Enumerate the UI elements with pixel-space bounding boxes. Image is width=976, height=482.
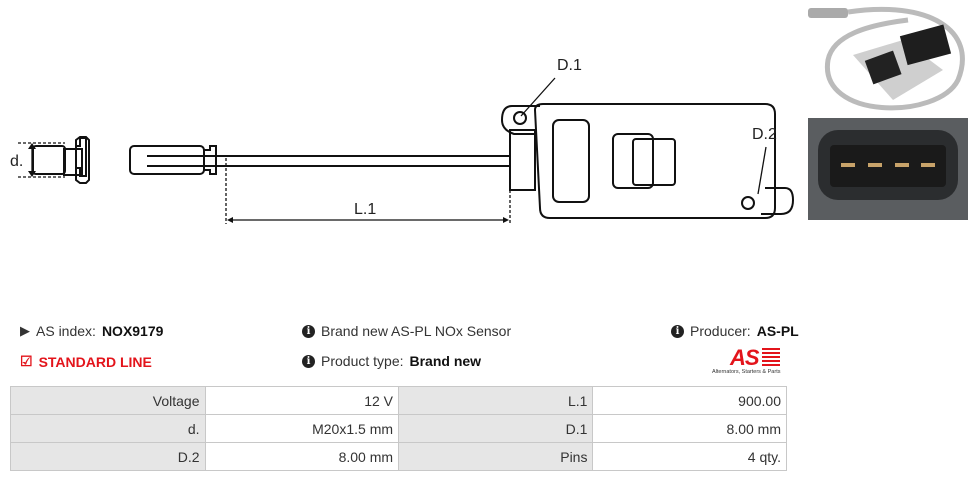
as-index-value: NOX9179: [101, 323, 164, 339]
standard-line: ☑ STANDARD LINE: [20, 353, 152, 370]
spec-value: 12 V: [204, 386, 400, 415]
as-index: ▶ AS index: NOX9179: [20, 323, 163, 339]
table-row: D.2 8.00 mm Pins 4 qty.: [10, 442, 787, 471]
spec-key: L.1: [398, 386, 594, 415]
spec-key: D.2: [10, 442, 206, 471]
spec-key: D.1: [398, 414, 594, 443]
producer-label: Producer:: [690, 323, 751, 339]
spec-key: Pins: [398, 442, 594, 471]
table-row: Voltage 12 V L.1 900.00: [10, 386, 787, 415]
spec-value: 4 qty.: [592, 442, 787, 471]
producer-value: AS-PL: [756, 323, 799, 339]
spec-value: M20x1.5 mm: [204, 414, 400, 443]
technical-drawing: d. L.1 D.1 D.2: [10, 57, 795, 224]
product-type: i Product type: Brand new: [302, 353, 481, 369]
product-photo: [808, 0, 968, 220]
standard-line-label: STANDARD LINE: [38, 353, 152, 370]
spec-value: 8.00 mm: [592, 414, 787, 443]
label-l1: L.1: [354, 201, 376, 218]
description: i Brand new AS-PL NOx Sensor: [302, 323, 511, 339]
product-type-label: Product type:: [321, 353, 404, 369]
table-row: d. M20x1.5 mm D.1 8.00 mm: [10, 414, 787, 443]
as-pl-logo: AS Alternators, Starters & Parts: [712, 345, 781, 375]
description-text: Brand new AS-PL NOx Sensor: [321, 323, 512, 339]
spec-value: 900.00: [592, 386, 787, 415]
as-index-label: AS index:: [36, 323, 96, 339]
spec-value: 8.00 mm: [204, 442, 400, 471]
info-icon: i: [302, 324, 315, 338]
specs-table: Voltage 12 V L.1 900.00 d. M20x1.5 mm D.…: [10, 386, 787, 471]
checkbox-icon: ☑: [20, 353, 33, 369]
info-icon: i: [302, 354, 315, 368]
info-icon: i: [671, 324, 684, 338]
label-d: d.: [10, 153, 23, 170]
spec-key: d.: [10, 414, 206, 443]
tag-icon: ▶: [20, 323, 30, 338]
spec-key: Voltage: [10, 386, 206, 415]
producer: i Producer: AS-PL: [671, 323, 799, 339]
product-type-value: Brand new: [409, 353, 482, 369]
label-d1: D.1: [557, 57, 582, 74]
label-d2: D.2: [752, 126, 777, 143]
